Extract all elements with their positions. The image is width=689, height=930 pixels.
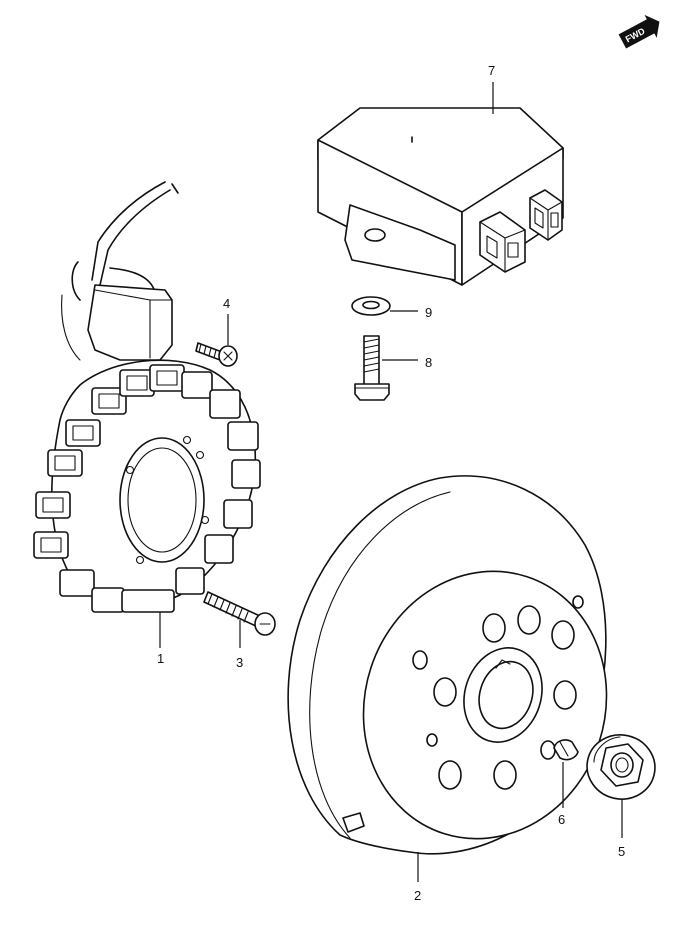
rotor-assembly — [287, 475, 608, 855]
stator-assembly — [33, 181, 261, 613]
cdi-washer — [351, 296, 391, 316]
stator-pole-windings — [33, 364, 261, 613]
woodruff-key — [553, 739, 579, 761]
fwd-direction-badge: FWD — [618, 14, 660, 49]
callout-3: 3 — [236, 655, 243, 670]
callout-4: 4 — [223, 296, 230, 311]
callout-numbers: 1 2 3 4 5 6 7 8 9 — [157, 63, 625, 903]
rotor-nut — [586, 734, 656, 800]
stator-screw — [203, 591, 276, 636]
cdi-connector-right — [529, 189, 563, 241]
callout-2: 2 — [414, 888, 421, 903]
callout-6: 6 — [558, 812, 565, 827]
callout-8: 8 — [425, 355, 432, 370]
lead-clamp-screw — [195, 342, 238, 367]
cdi-connector-left — [479, 211, 526, 273]
cdi-unit — [317, 107, 564, 286]
leader-lines — [159, 82, 623, 882]
callout-1: 1 — [157, 651, 164, 666]
callout-7: 7 — [488, 63, 495, 78]
callout-5: 5 — [618, 844, 625, 859]
callout-9: 9 — [425, 305, 432, 320]
rotor-holes — [412, 595, 584, 790]
cdi-bolt — [354, 335, 390, 401]
